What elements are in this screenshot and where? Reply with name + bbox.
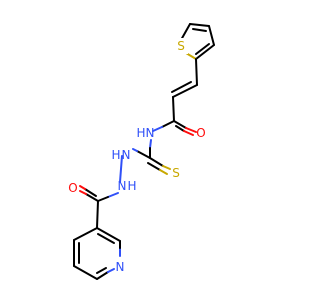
hydrazine-link	[119, 155, 123, 183]
atom-h-amide: H	[136, 126, 145, 140]
pyridine-ring	[73, 227, 121, 280]
atom-o-nicotinoyl: O	[68, 181, 77, 195]
atom-n-amide: N	[146, 126, 155, 140]
atom-s-thiophene: S	[177, 39, 185, 53]
thiourea-core	[132, 139, 171, 175]
atom-h-hydrazine-lower: H	[127, 179, 136, 193]
atom-n-hydrazine-lower: N	[118, 179, 127, 193]
molecule-structure: S O N H S N H N H O N	[68, 23, 215, 280]
atom-o-amide: O	[196, 126, 205, 140]
amide-carbonyl	[152, 120, 197, 136]
vinyl-linker	[171, 58, 198, 122]
atom-h-hydrazine-upper: H	[111, 148, 120, 162]
atom-s-thiocarbonyl: S	[172, 166, 180, 180]
thiophene-ring	[180, 23, 215, 60]
atom-n-hydrazine-upper: N	[122, 148, 131, 162]
atom-labels: S O N H S N H N H O N	[68, 38, 206, 274]
atom-n-pyridine: N	[116, 260, 125, 274]
nicotinoyl-carbonyl	[79, 185, 119, 229]
